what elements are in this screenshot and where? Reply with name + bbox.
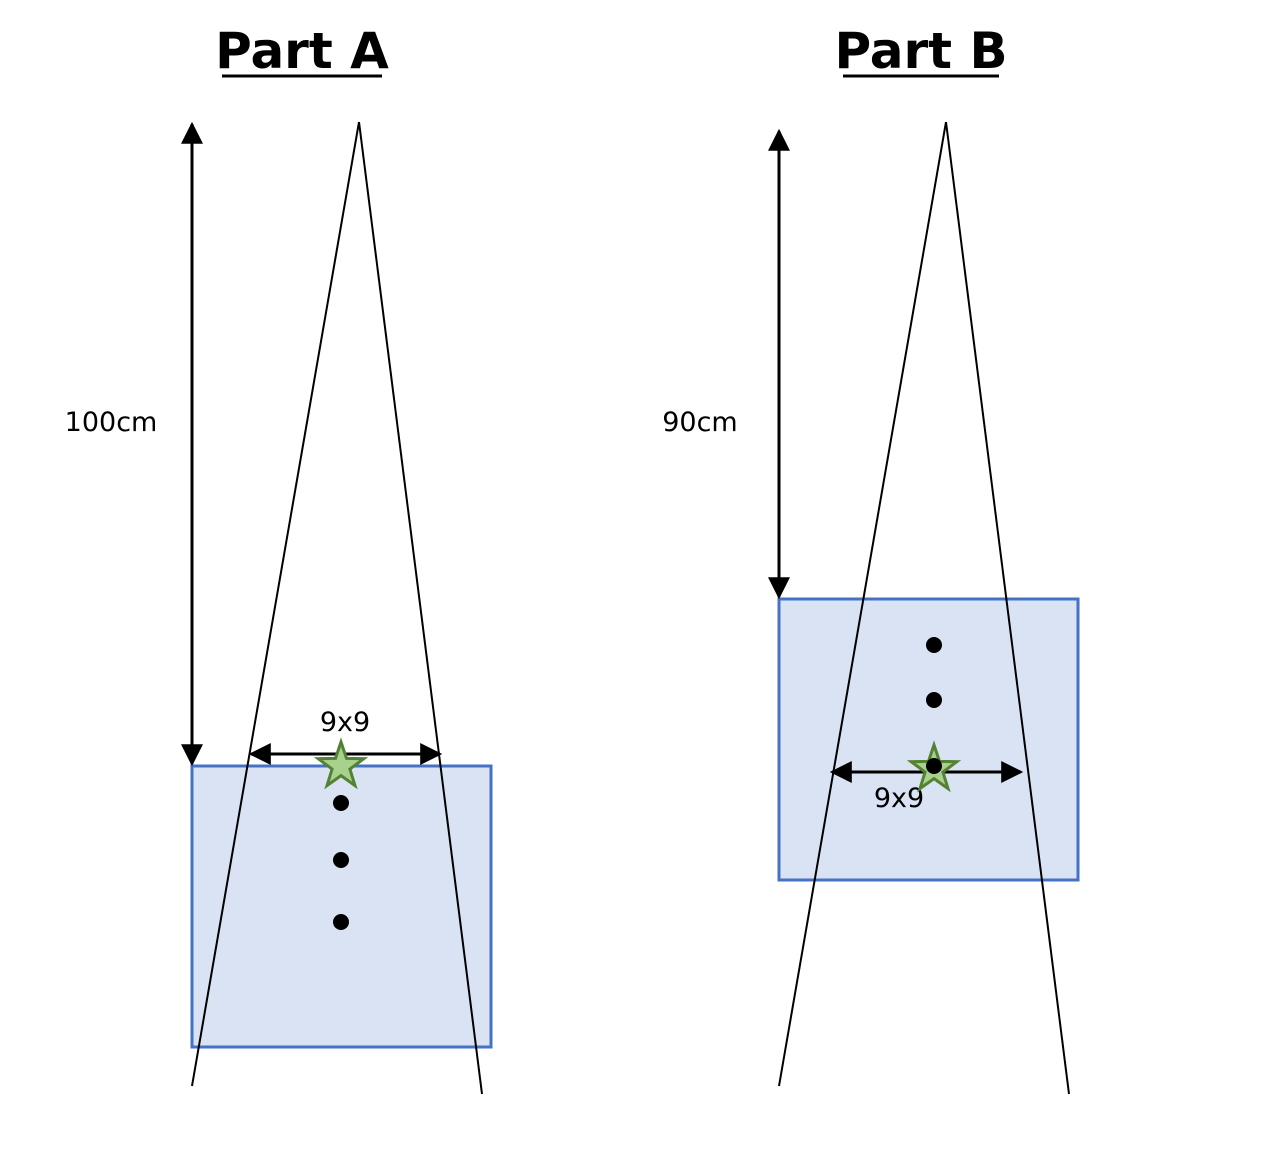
part-a-measurement-dot [333, 795, 349, 811]
part-b-beam-edge-right [945, 121, 1070, 1095]
part-b-title: Part B [834, 22, 1007, 80]
part-b-beam-edge-left [778, 121, 947, 1087]
part-b-distance-label: 90cm [662, 407, 738, 438]
part-a-beam-edge-left [191, 121, 360, 1087]
part-b-panel: Part B 90cm 9x9 [662, 22, 1080, 1095]
part-a-distance-label: 100cm [65, 407, 158, 438]
part-a-panel: Part A 100cm 9x9 [65, 22, 493, 1095]
part-a-measurement-dot [333, 852, 349, 868]
part-a-title: Part A [215, 22, 389, 80]
part-a-phantom-block [190, 764, 493, 1049]
part-b-measurement-dot [926, 637, 942, 653]
part-b-field-size-label: 9x9 [874, 783, 924, 814]
part-a-field-size-label: 9x9 [320, 707, 370, 738]
star-icon [313, 737, 369, 790]
part-a-beam-edge-right [358, 121, 483, 1095]
part-a-measurement-dot [333, 914, 349, 930]
part-b-measurement-dot [926, 692, 942, 708]
part-b-measurement-dot [926, 758, 942, 774]
